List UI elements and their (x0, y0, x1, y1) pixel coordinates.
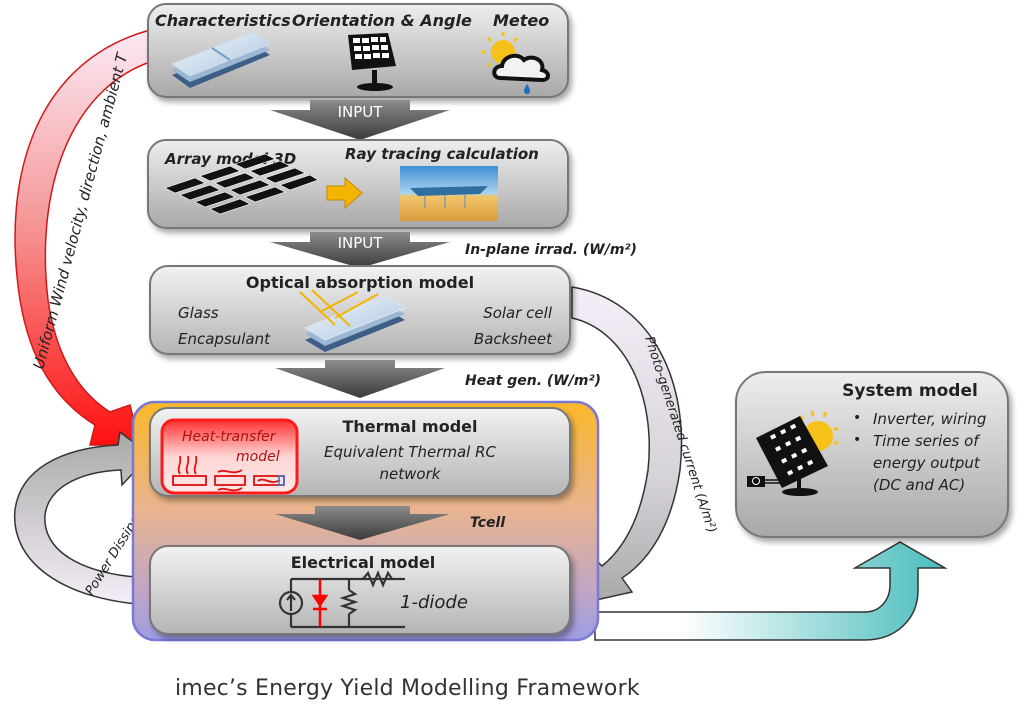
electrical-title: Electrical model (291, 553, 436, 572)
optical-title: Optical absorption model (246, 273, 474, 292)
heat-gen-label: Heat gen. (W/m²) (465, 373, 601, 389)
tcell-label: Tcell (470, 515, 505, 531)
ray-tracing-image (400, 166, 498, 221)
thermal-subtitle-1: Equivalent Thermal RC (324, 443, 497, 461)
layer-backsheet: Backsheet (474, 330, 553, 348)
heat-transfer-icons (172, 455, 285, 492)
system-bullet-2: Time series of (873, 432, 981, 450)
pv-module-layers-icon (170, 31, 272, 88)
array-model-box: Array model 3D Ray tracing calculation (147, 139, 569, 229)
system-title: System model (842, 381, 978, 401)
system-bullet-2-cont: energy output (873, 454, 981, 472)
optical-absorption-box: Optical absorption model Glass Encapsula… (149, 265, 571, 355)
thermal-model-box: Thermal model Equivalent Thermal RC netw… (149, 407, 571, 497)
heat-transfer-label-2: model (236, 449, 280, 465)
heat-gen-arrow (275, 360, 445, 398)
input-arrow-2-label: INPUT (338, 234, 384, 252)
pv-array-3d-icon (164, 153, 319, 215)
diode-symbol (311, 579, 329, 627)
electrical-model-box: Electrical model 1-diode (149, 545, 571, 635)
heat-transfer-label-1: Heat-transfer (182, 429, 277, 445)
input-arrow-2: INPUT (270, 232, 450, 268)
heat-transfer-model: Heat-transfer model (160, 418, 299, 495)
ray-tracing-label: Ray tracing calculation (345, 145, 539, 163)
system-bullet-2-cont2: (DC and AC) (873, 476, 965, 494)
thermal-subtitle-2: network (380, 465, 442, 483)
sun-cloud-rain-icon (482, 32, 550, 94)
characteristics-label: Characteristics (155, 11, 291, 30)
meteo-label: Meteo (493, 11, 549, 30)
tcell-arrow (275, 506, 450, 540)
bullet-2: • (853, 432, 861, 448)
input-arrow-1: INPUT (270, 100, 450, 140)
layer-glass: Glass (178, 304, 219, 322)
solar-panel-sun-icon (747, 410, 839, 496)
optical-module-icon (299, 289, 407, 352)
orientation-label: Orientation & Angle (292, 11, 472, 30)
system-model-box: System model • Inverter, wiring • Time s… (735, 371, 1009, 538)
in-plane-irradiance-label: In-plane irrad. (W/m²) (465, 242, 637, 258)
input-box: Characteristics Orientation & Angle Mete… (147, 3, 569, 98)
solar-panel-icon (348, 33, 396, 91)
one-diode-circuit-icon (278, 570, 405, 629)
thermal-title: Thermal model (342, 417, 477, 436)
layer-solar-cell: Solar cell (483, 304, 553, 322)
one-diode-label: 1-diode (400, 592, 468, 613)
wind-arrow: Uniform Wind velocity, direction, ambien… (14, 29, 151, 446)
figure-caption: imec’s Energy Yield Modelling Framework (175, 676, 640, 701)
system-bullet-1: Inverter, wiring (873, 410, 986, 428)
input-arrow-1-label: INPUT (338, 103, 384, 121)
ray-arrow-icon (326, 176, 363, 210)
bullet-1: • (853, 410, 861, 426)
layer-encapsulant: Encapsulant (178, 330, 271, 348)
output-arrow (594, 541, 948, 641)
